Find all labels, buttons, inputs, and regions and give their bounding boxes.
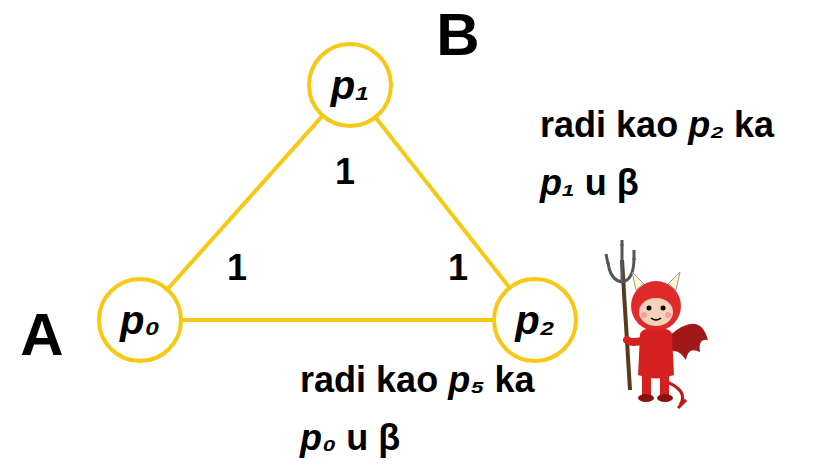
process-name: p₂ — [515, 300, 555, 340]
weight-number: 1 — [448, 250, 468, 286]
process-circle: p₂ — [492, 277, 578, 363]
process-name: p₁ — [331, 65, 370, 105]
node-heading: B — [436, 5, 479, 65]
node-heading: A — [20, 305, 63, 365]
process-circle: Bp₁ — [307, 42, 393, 128]
devil-illustration — [600, 240, 710, 410]
process-circle: Ap₀ — [97, 277, 183, 363]
link-line — [181, 318, 494, 322]
weight-number: 1 — [335, 154, 355, 190]
note-text: radi kao p₂ ka p₁ u β — [540, 96, 790, 212]
process-name: p₀ — [120, 300, 160, 340]
note-text: radi kao p₅ ka p₀ u β — [300, 351, 550, 467]
weight-number: 1 — [227, 250, 247, 286]
link-line — [167, 116, 322, 290]
link-line — [375, 117, 509, 288]
